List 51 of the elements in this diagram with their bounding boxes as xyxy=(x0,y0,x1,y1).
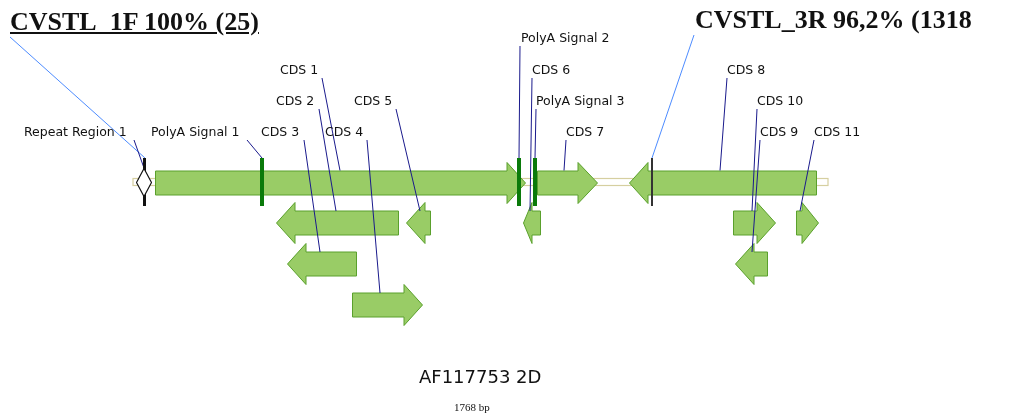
leader-line xyxy=(799,139,815,212)
leader-line xyxy=(318,108,337,212)
feature-label: CDS 3 xyxy=(261,124,300,139)
polya-marker xyxy=(517,158,521,206)
feature-label: CDS 2 xyxy=(276,93,315,108)
leader-line xyxy=(529,77,533,212)
polya-marker xyxy=(533,158,537,206)
primer-label: CVSTL_1F 100% (25) xyxy=(10,8,259,36)
polya-marker xyxy=(260,158,264,206)
feature-label: CDS 6 xyxy=(532,62,571,77)
leader-line xyxy=(133,139,145,169)
leader-line xyxy=(518,45,521,159)
cds-feature-block xyxy=(406,202,431,244)
feature-label: PolyA Signal 3 xyxy=(536,93,625,108)
sequence-name: AF117753 2D xyxy=(419,366,542,388)
leader-line xyxy=(321,77,341,171)
cds-feature-block xyxy=(735,243,768,285)
feature-label: CDS 10 xyxy=(757,93,804,108)
sequence-length: 1768 bp xyxy=(454,401,490,415)
cds-feature-block xyxy=(796,202,819,244)
feature-label: Repeat Region 1 xyxy=(24,124,127,139)
leader-line xyxy=(651,34,695,159)
cds-feature-block xyxy=(733,202,776,244)
feature-label: CDS 8 xyxy=(727,62,766,77)
leader-line xyxy=(751,108,758,212)
leader-line xyxy=(366,139,381,294)
leader-line xyxy=(719,77,728,171)
cds-feature-block xyxy=(537,161,598,204)
leader-line xyxy=(9,36,146,159)
leader-line xyxy=(751,139,761,253)
leader-line xyxy=(534,108,537,159)
feature-label: CDS 11 xyxy=(814,124,861,139)
cds-feature-block xyxy=(155,161,526,204)
feature-label: CDS 1 xyxy=(280,62,319,77)
primer-label: CVSTL_3R 96,2% (1318 xyxy=(695,6,972,34)
leader-line xyxy=(303,139,321,253)
cds-feature-block xyxy=(352,284,423,326)
feature-label: PolyA Signal 2 xyxy=(521,30,610,45)
primer-site-marker xyxy=(651,158,653,206)
leader-line xyxy=(395,108,421,212)
leader-line xyxy=(246,139,263,159)
cds-feature-block xyxy=(629,161,817,204)
feature-label: CDS 5 xyxy=(354,93,393,108)
leader-line xyxy=(563,139,567,171)
cds-feature-block xyxy=(523,202,541,244)
feature-label: CDS 4 xyxy=(325,124,364,139)
feature-label: CDS 9 xyxy=(760,124,799,139)
feature-label: PolyA Signal 1 xyxy=(151,124,240,139)
cds-feature-block xyxy=(287,243,357,285)
feature-label: CDS 7 xyxy=(566,124,605,139)
cds-feature-block xyxy=(276,202,399,244)
